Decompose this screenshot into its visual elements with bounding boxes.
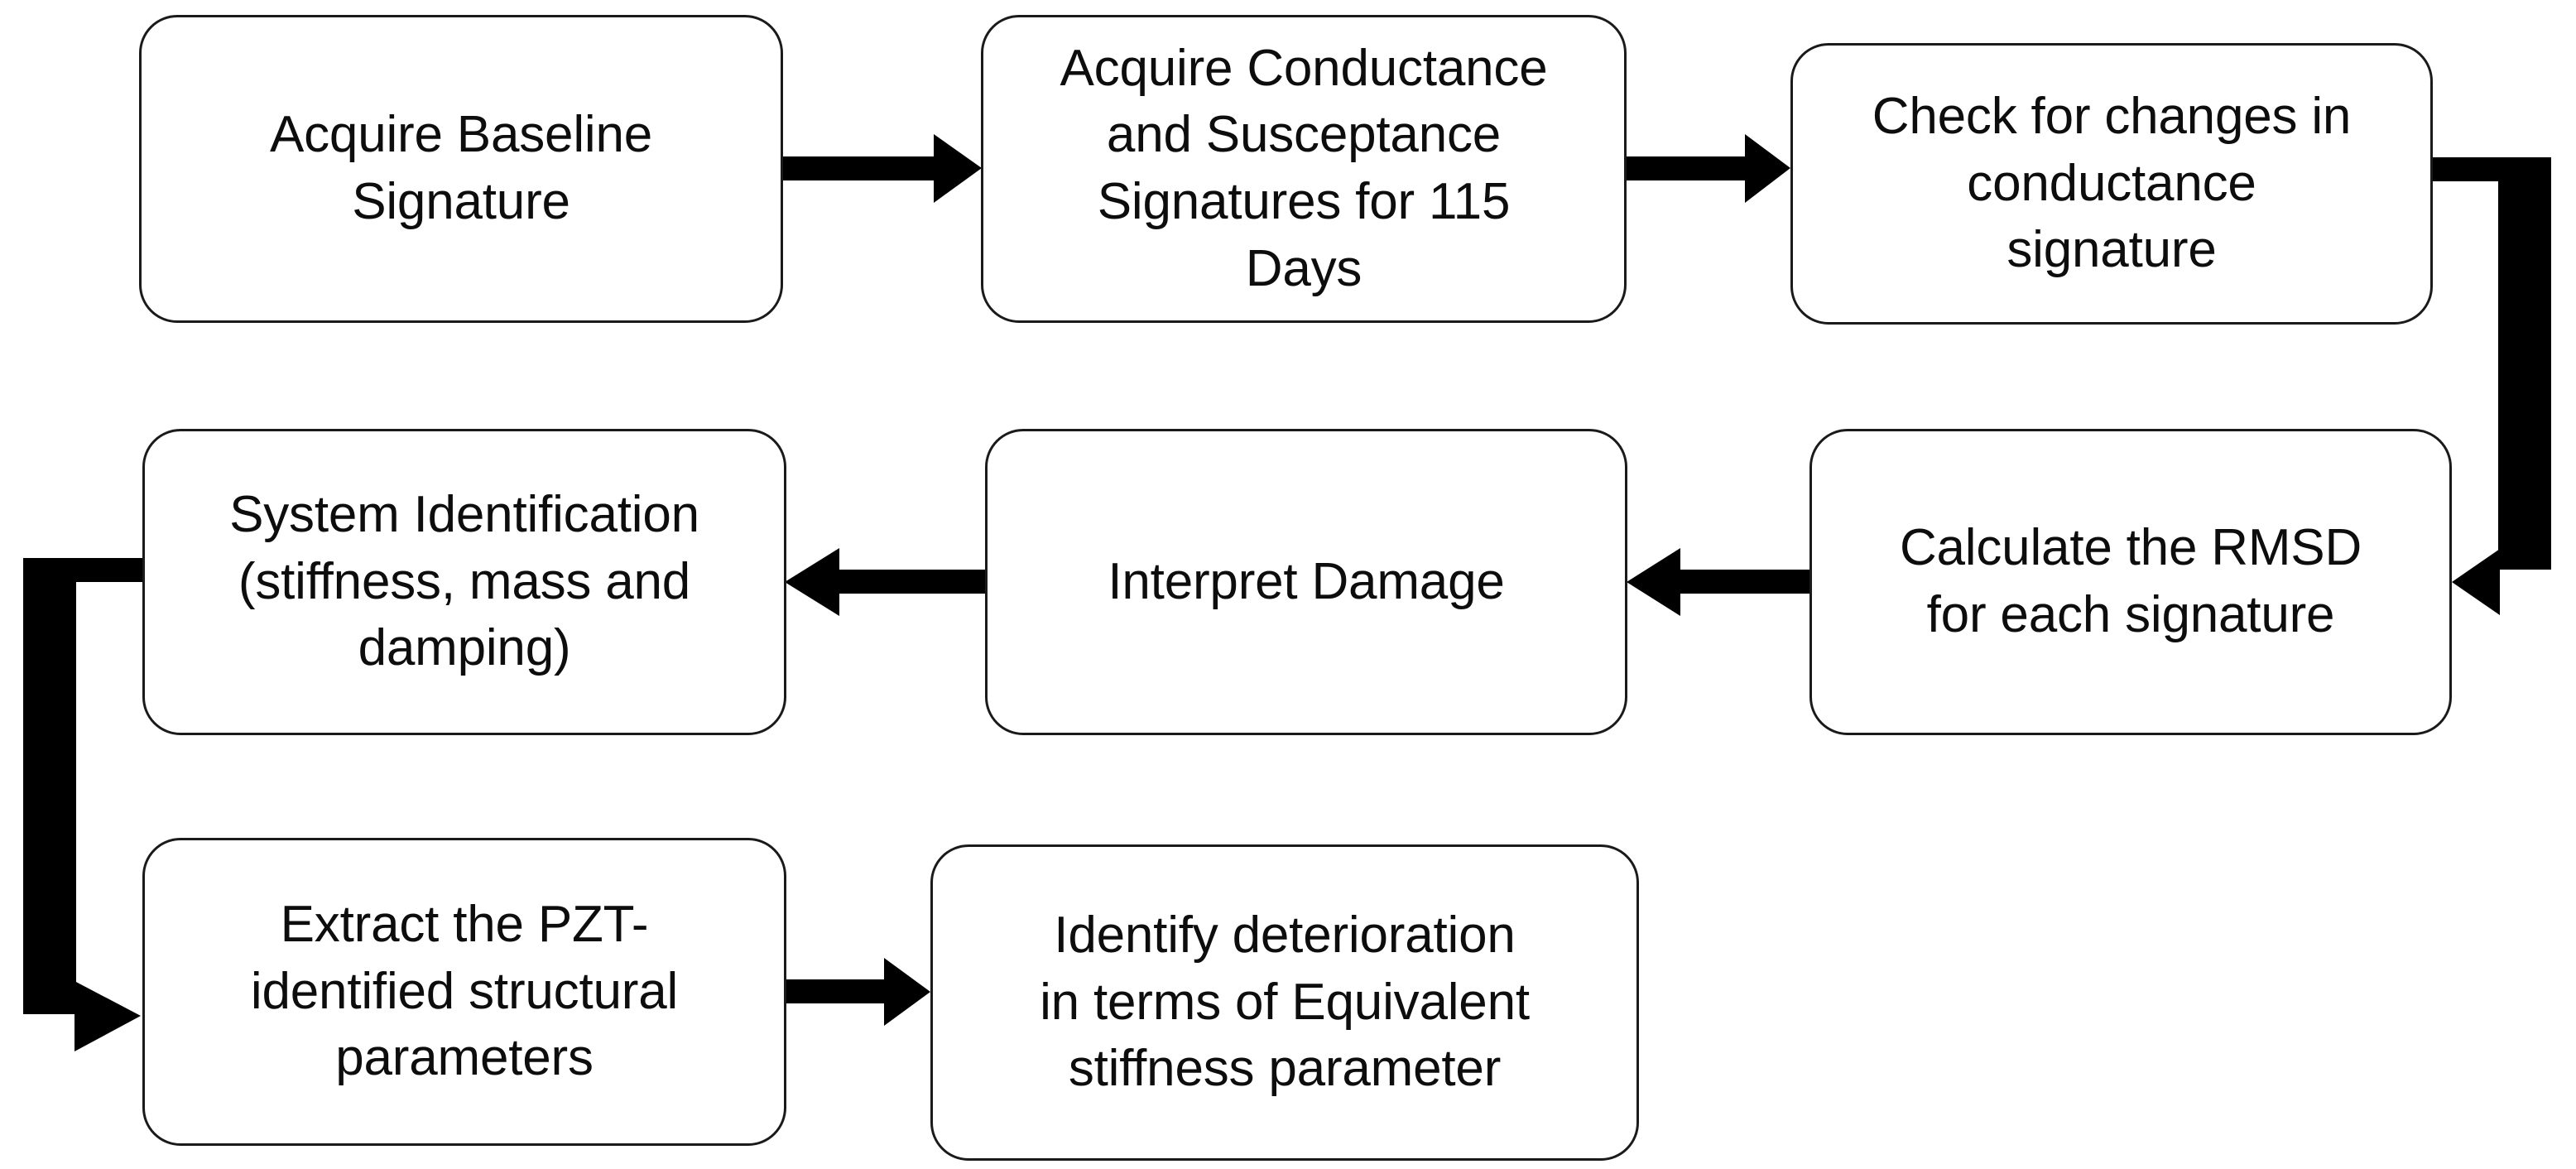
arrow-n6-to-n7 <box>23 558 144 1051</box>
node-label: Calculate the RMSD for each signature <box>1899 519 2362 643</box>
node-label: Check for changes in conductance signatu… <box>1872 88 2352 279</box>
node-label: Identify deterioration in terms of Equiv… <box>1040 907 1530 1098</box>
node-label: Acquire Baseline Signature <box>269 106 653 230</box>
node-label: System Identification (stiffness, mass a… <box>229 486 699 677</box>
node-acquire-conductance-susceptance-signatures[interactable]: Acquire Conductance and Susceptance Sign… <box>981 15 1627 323</box>
node-extract-pzt-identified-structural-parameters[interactable]: Extract the PZT- identified structural p… <box>142 838 786 1146</box>
node-label: Interpret Damage <box>1108 552 1505 610</box>
arrow-n4-to-n5 <box>1627 548 1811 616</box>
node-interpret-damage[interactable]: Interpret Damage <box>985 429 1627 735</box>
node-identify-deterioration-equivalent-stiffness[interactable]: Identify deterioration in terms of Equiv… <box>930 844 1639 1161</box>
node-label: Extract the PZT- identified structural p… <box>250 896 679 1087</box>
arrow-n5-to-n6 <box>785 548 987 616</box>
node-label: Acquire Conductance and Susceptance Sign… <box>1060 39 1548 297</box>
node-acquire-baseline-signature[interactable]: Acquire Baseline Signature <box>139 15 783 323</box>
arrow-n7-to-n8 <box>785 958 930 1026</box>
node-check-for-changes-in-conductance-signature[interactable]: Check for changes in conductance signatu… <box>1790 43 2433 325</box>
node-system-identification[interactable]: System Identification (stiffness, mass a… <box>142 429 786 735</box>
arrow-n2-to-n3 <box>1625 134 1790 203</box>
arrow-n1-to-n2 <box>781 134 982 203</box>
node-calculate-the-rmsd-for-each-signature[interactable]: Calculate the RMSD for each signature <box>1809 429 2452 735</box>
